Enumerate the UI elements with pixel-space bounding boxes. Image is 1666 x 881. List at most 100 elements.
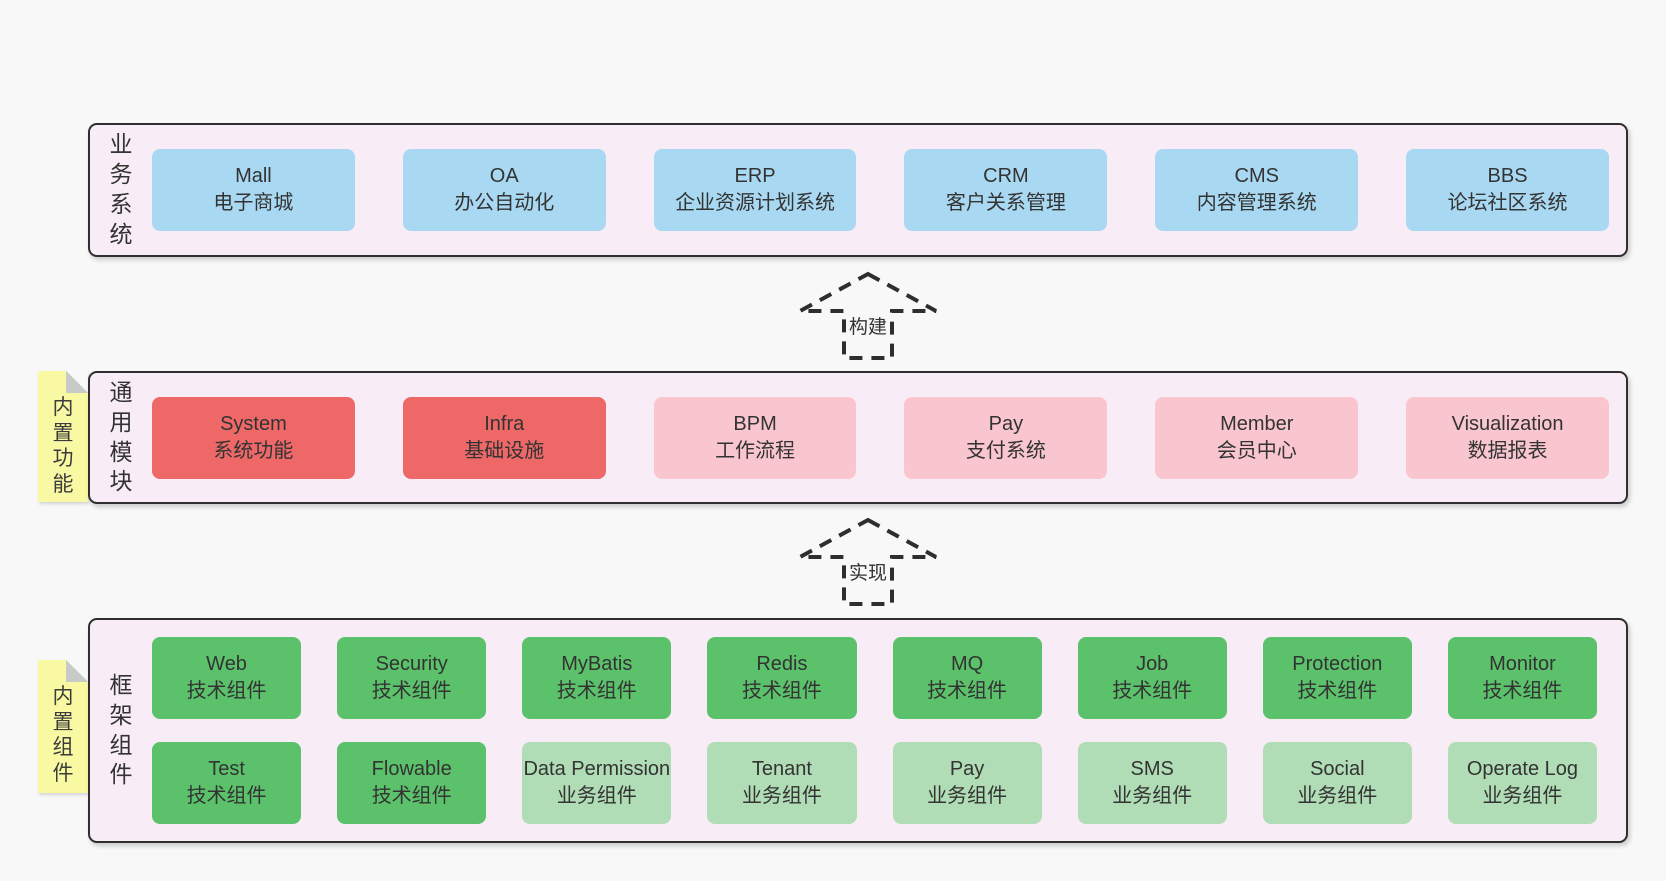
note-built-in-features: 内置功能 [38, 371, 88, 502]
build-arrow-label: 构建 [846, 312, 890, 339]
box-subtitle: 业务组件 [741, 785, 822, 807]
box-visualization: Visualization 数据报表 [1406, 396, 1609, 479]
box-title: Operate Log [1466, 758, 1579, 780]
box-title: Security [375, 653, 448, 675]
build-arrow: 构建 [795, 270, 941, 362]
box-subtitle: 基础设施 [464, 439, 545, 462]
box-subtitle: 技术组件 [186, 785, 267, 807]
box-pay-system: Pay 支付系统 [904, 396, 1108, 479]
box-title: BPM [733, 412, 777, 435]
box-bpm: BPM 工作流程 [653, 396, 857, 479]
box-system: System 系统功能 [152, 396, 355, 479]
band-label: 通用模块 [109, 378, 133, 495]
box-infra: Infra 基础设施 [402, 396, 606, 479]
box-protection: Protection 技术组件 [1262, 637, 1412, 719]
box-subtitle: 支付系统 [965, 439, 1046, 462]
box-subtitle: 办公自动化 [454, 192, 555, 214]
box-subtitle: 业务组件 [1482, 785, 1563, 807]
box-title: Protection [1292, 653, 1383, 675]
box-bbs: BBS 论坛社区系统 [1406, 149, 1609, 231]
box-title: Tenant [751, 758, 812, 780]
box-job: Job 技术组件 [1077, 637, 1227, 719]
box-title: Monitor [1489, 653, 1556, 675]
box-title: Web [206, 653, 247, 675]
band-business-systems: 业务系统 Mall 电子商城 OA 办公自动化 ERP 企业资源计划系统 CRM… [88, 123, 1628, 257]
band-framework-components: 框架组件 Web 技术组件 Security 技术组件 MyBatis 技术组件… [88, 618, 1628, 843]
box-title: CRM [983, 165, 1029, 187]
box-mq: MQ 技术组件 [892, 637, 1042, 719]
box-subtitle: 业务组件 [1297, 785, 1378, 807]
box-title: Pay [988, 412, 1024, 435]
box-web: Web 技术组件 [152, 637, 302, 719]
box-title: Test [208, 758, 245, 780]
folded-corner-icon [66, 660, 88, 682]
box-title: Data Permission [523, 758, 671, 780]
box-mall: Mall 电子商城 [152, 149, 355, 231]
implement-arrow: 实现 [795, 516, 941, 608]
box-security: Security 技术组件 [337, 637, 487, 719]
box-subtitle: 技术组件 [1112, 680, 1193, 702]
box-member: Member 会员中心 [1155, 396, 1359, 479]
box-subtitle: 技术组件 [1297, 680, 1378, 702]
band-label: 框架组件 [109, 671, 133, 788]
band-box-row: Mall 电子商城 OA 办公自动化 ERP 企业资源计划系统 CRM 客户关系… [152, 125, 1626, 255]
band-box-row: System 系统功能 Infra 基础设施 BPM 工作流程 Pay 支付系统… [152, 373, 1626, 502]
box-operate-log: Operate Log 业务组件 [1447, 742, 1597, 824]
box-test: Test 技术组件 [152, 742, 302, 824]
box-subtitle: 论坛社区系统 [1447, 192, 1568, 214]
box-title: OA [489, 165, 519, 187]
box-subtitle: 业务组件 [927, 785, 1008, 807]
box-subtitle: 工作流程 [715, 439, 796, 462]
box-mybatis: MyBatis 技术组件 [522, 637, 672, 719]
box-subtitle: 客户关系管理 [945, 192, 1066, 214]
box-subtitle: 业务组件 [1112, 785, 1193, 807]
box-title: Visualization [1451, 412, 1564, 435]
box-title: Job [1136, 653, 1169, 675]
box-title: Mall [235, 165, 272, 187]
box-subtitle: 内容管理系统 [1196, 192, 1317, 214]
box-cms: CMS 内容管理系统 [1155, 149, 1359, 231]
note-built-in-components: 内置组件 [38, 660, 88, 793]
note-label: 内置功能 [52, 396, 74, 496]
box-crm: CRM 客户关系管理 [904, 149, 1108, 231]
box-title: MQ [950, 653, 984, 675]
box-title: ERP [734, 165, 776, 187]
box-subtitle: 技术组件 [371, 680, 452, 702]
box-tenant: Tenant 业务组件 [707, 742, 857, 824]
box-title: Member [1220, 412, 1294, 435]
box-subtitle: 技术组件 [1482, 680, 1563, 702]
band-label-column: 通用模块 [90, 373, 152, 502]
box-pay-biz: Pay 业务组件 [892, 742, 1042, 824]
implement-arrow-label: 实现 [846, 558, 890, 585]
box-title: Flowable [371, 758, 452, 780]
box-subtitle: 技术组件 [741, 680, 822, 702]
box-subtitle: 技术组件 [927, 680, 1008, 702]
box-subtitle: 企业资源计划系统 [675, 192, 836, 214]
box-subtitle: 系统功能 [213, 439, 294, 462]
box-social: Social 业务组件 [1262, 742, 1412, 824]
box-title: System [220, 412, 287, 435]
box-title: CMS [1234, 165, 1279, 187]
box-subtitle: 业务组件 [556, 785, 637, 807]
box-title: Infra [484, 412, 525, 435]
box-subtitle: 技术组件 [556, 680, 637, 702]
box-title: Redis [756, 653, 808, 675]
box-monitor: Monitor 技术组件 [1447, 637, 1597, 719]
box-subtitle: 数据报表 [1467, 439, 1548, 462]
box-subtitle: 技术组件 [371, 785, 452, 807]
band-label-column: 业务系统 [90, 125, 152, 255]
box-title: BBS [1487, 165, 1528, 187]
box-subtitle: 会员中心 [1216, 439, 1297, 462]
box-erp: ERP 企业资源计划系统 [653, 149, 857, 231]
box-title: MyBatis [561, 653, 633, 675]
box-title: Pay [949, 758, 985, 780]
box-sms: SMS 业务组件 [1077, 742, 1227, 824]
folded-corner-icon [66, 371, 88, 393]
box-oa: OA 办公自动化 [402, 149, 606, 231]
box-data-permission: Data Permission 业务组件 [522, 742, 672, 824]
box-flowable: Flowable 技术组件 [337, 742, 487, 824]
band-common-modules: 通用模块 System 系统功能 Infra 基础设施 BPM 工作流程 Pay… [88, 371, 1628, 504]
band-label: 业务系统 [109, 131, 133, 247]
box-title: Social [1310, 758, 1365, 780]
